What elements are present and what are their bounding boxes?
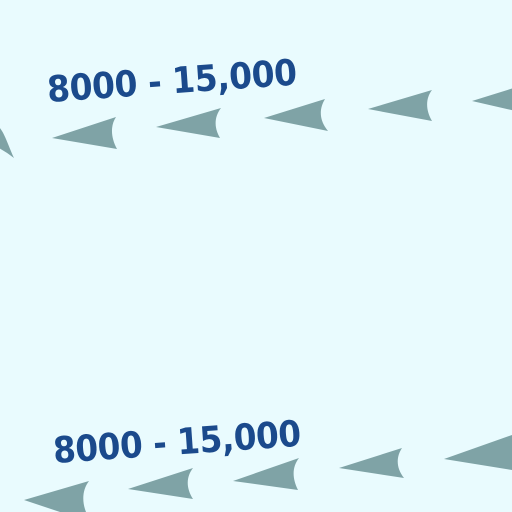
wind-arrow <box>233 458 299 490</box>
route-upper-arrows <box>0 88 512 158</box>
route-lower: 8000 - 15,000 <box>24 414 512 512</box>
route-upper: 8000 - 15,000 <box>0 53 512 158</box>
wind-arrow <box>339 448 404 478</box>
route-upper-label: 8000 - 15,000 <box>46 53 298 111</box>
wind-arrow <box>156 108 221 138</box>
route-lower-label: 8000 - 15,000 <box>52 414 302 472</box>
wind-arrow <box>444 435 512 470</box>
wind-arrow <box>128 468 193 499</box>
route-lower-arrows <box>24 435 512 512</box>
wind-arrow <box>368 90 432 121</box>
wind-arrow <box>24 481 89 512</box>
wind-arrow <box>52 117 117 149</box>
wind-arrow <box>472 88 512 111</box>
wind-arrow <box>264 99 328 131</box>
wind-arrow <box>0 128 14 158</box>
